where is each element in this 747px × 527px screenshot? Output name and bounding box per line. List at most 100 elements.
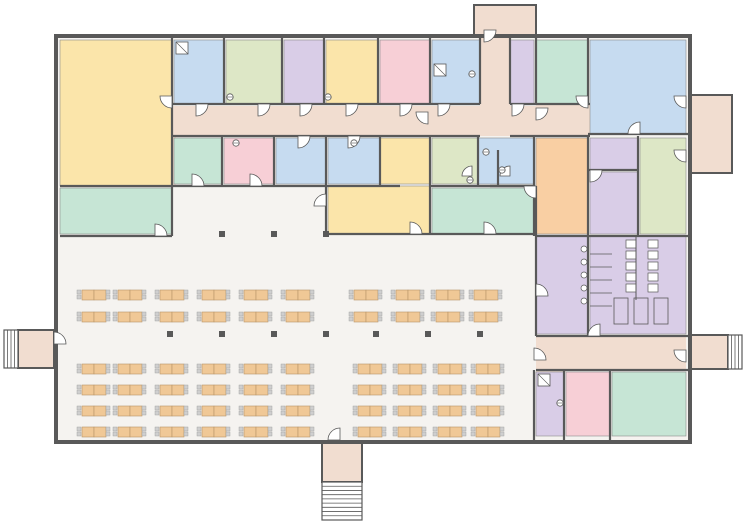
desk-lower-1-3-chair: [141, 426, 147, 432]
desk-lower-2-2-chair: [154, 405, 160, 411]
desk-lower-8-2-chair: [432, 405, 438, 411]
walls: [54, 34, 692, 444]
room-23: [59, 187, 173, 235]
desk-lower-3-3-chair: [196, 426, 202, 432]
desk-upper-8-0: [435, 289, 449, 301]
room-7: [509, 39, 535, 105]
wc-fixture: [580, 271, 588, 279]
desk-lower-1-0: [117, 363, 131, 375]
desk-upper-7-0-b: [407, 289, 421, 301]
room-17: [477, 137, 535, 185]
desk-lower-0-2-chair: [105, 405, 111, 411]
desk-lower-6-3-b: [369, 426, 383, 438]
desk-lower-9-1-chair: [470, 384, 476, 390]
desk-lower-6-1-b: [369, 384, 383, 396]
desk-lower-1-1: [117, 384, 131, 396]
desk-lower-4-3-chair: [267, 431, 273, 437]
desk-lower-5-0-chair: [309, 368, 315, 374]
exterior-wall: [54, 34, 692, 444]
desk-lower-8-3: [437, 426, 451, 438]
desk-upper-4-1-chair: [238, 316, 244, 322]
desk-lower-5-3-chair: [280, 426, 286, 432]
desk-lower-8-1-chair: [461, 389, 467, 395]
desk-lower-2-1-chair: [154, 389, 160, 395]
desk-upper-8-1: [435, 311, 449, 323]
desk-lower-9-3-b: [487, 426, 501, 438]
east-porch-upper: [689, 94, 733, 174]
desk-upper-4-0-chair: [267, 294, 273, 300]
desk-lower-4-3-chair: [238, 431, 244, 437]
desk-lower-1-2: [117, 405, 131, 417]
desk-lower-7-0-b: [409, 363, 423, 375]
wc-fixture: [580, 245, 588, 253]
desk-upper-2-1-chair: [183, 311, 189, 317]
desk-lower-8-0-chair: [432, 363, 438, 369]
desk-upper-6-0-chair: [377, 294, 383, 300]
desk-lower-0-1-b: [93, 384, 107, 396]
desk-upper-3-1: [201, 311, 215, 323]
desk-lower-1-1-chair: [141, 384, 147, 390]
desk-lower-7-0-chair: [421, 363, 427, 369]
desk-lower-2-3: [159, 426, 173, 438]
desk-upper-0-1-chair: [105, 311, 111, 317]
desk-lower-2-2-chair: [183, 405, 189, 411]
desk-lower-4-2-b: [255, 405, 269, 417]
desk-lower-6-1: [357, 384, 371, 396]
desk-lower-9-2-chair: [499, 410, 505, 416]
desk-lower-5-1-chair: [280, 389, 286, 395]
desk-upper-2-1-chair: [154, 311, 160, 317]
desk-upper-9-1-chair: [468, 316, 474, 322]
desk-upper-7-1-chair: [390, 311, 396, 317]
desk-upper-5-0-b: [297, 289, 311, 301]
desk-lower-5-3-chair: [309, 426, 315, 432]
door-0: [159, 95, 173, 109]
desk-lower-7-1-chair: [392, 389, 398, 395]
desk-upper-9-1-b: [485, 311, 499, 323]
desk-lower-5-2-b: [297, 405, 311, 417]
desk-lower-3-1-chair: [196, 389, 202, 395]
desk-lower-4-3-chair: [238, 426, 244, 432]
desk-lower-3-1-chair: [196, 384, 202, 390]
desk-upper-7-0-chair: [390, 294, 396, 300]
desk-upper-0-0-chair: [105, 289, 111, 295]
desk-lower-2-3-chair: [183, 431, 189, 437]
column-7: [373, 331, 379, 337]
desk-upper-6-1: [353, 311, 367, 323]
desk-lower-6-1-chair: [352, 389, 358, 395]
desk-lower-0-2: [81, 405, 95, 417]
desk-lower-4-2: [243, 405, 257, 417]
desk-lower-6-3-chair: [381, 431, 387, 437]
door-12: [297, 135, 311, 149]
desk-upper-9-1-chair: [468, 311, 474, 317]
desk-lower-3-2-chair: [196, 410, 202, 416]
desk-upper-8-0-chair: [430, 294, 436, 300]
desk-upper-6-0-chair: [377, 289, 383, 295]
desk-upper-1-1-chair: [141, 311, 147, 317]
desk-lower-5-1: [285, 384, 299, 396]
door-26: [53, 331, 67, 345]
desk-lower-3-3: [201, 426, 215, 438]
desk-lower-2-0: [159, 363, 173, 375]
desk-lower-4-0-chair: [267, 368, 273, 374]
room-21: [589, 171, 639, 235]
desk-upper-7-0: [395, 289, 409, 301]
desk-lower-1-0-chair: [112, 368, 118, 374]
desk-lower-9-0: [475, 363, 489, 375]
desk-lower-8-1-chair: [461, 384, 467, 390]
desk-upper-6-0: [353, 289, 367, 301]
column-6: [323, 331, 329, 337]
door-24: [535, 283, 549, 297]
desk-lower-9-2-chair: [470, 410, 476, 416]
desk-upper-9-1-chair: [497, 311, 503, 317]
desk-lower-8-0-chair: [461, 363, 467, 369]
door-25: [587, 323, 601, 337]
desk-lower-8-1-chair: [432, 389, 438, 395]
desk-lower-6-0-chair: [352, 368, 358, 374]
desk-lower-4-2-chair: [238, 405, 244, 411]
desk-lower-6-2-chair: [381, 405, 387, 411]
desk-upper-4-1: [243, 311, 257, 323]
desk-lower-3-1-chair: [225, 384, 231, 390]
desk-lower-0-3-chair: [76, 431, 82, 437]
desk-lower-7-3-chair: [392, 426, 398, 432]
column-8: [425, 331, 431, 337]
